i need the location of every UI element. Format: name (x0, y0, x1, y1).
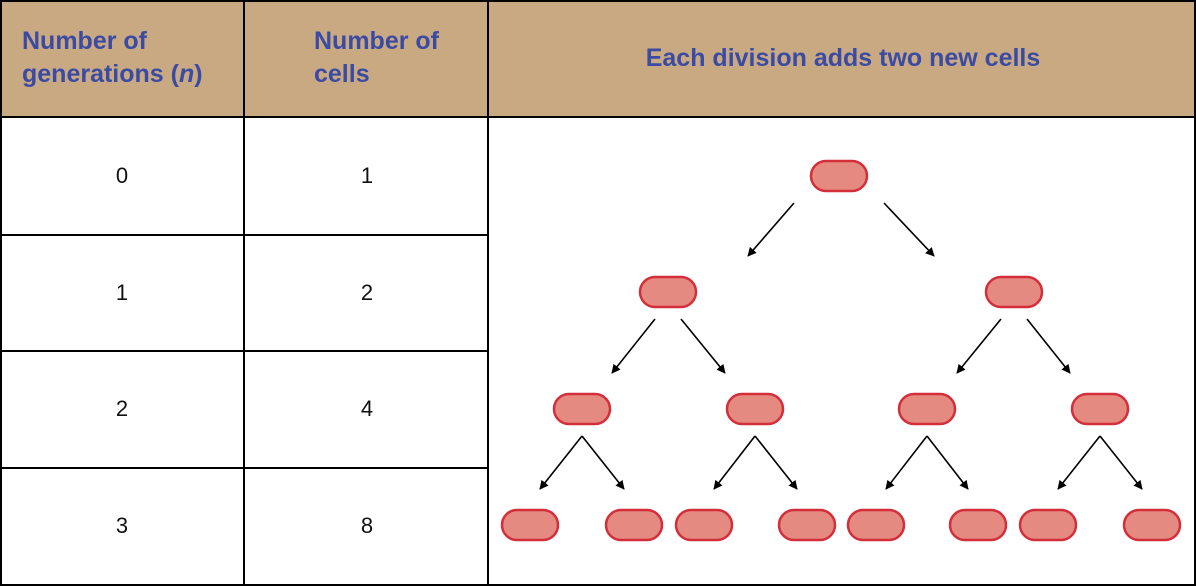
cell-generation-3-4 (846, 508, 906, 542)
cell-generation-3-7 (1122, 508, 1182, 542)
division-arrow-right (680, 318, 726, 374)
division-arrow-left (885, 435, 928, 490)
cell-generation-2-2 (897, 392, 957, 426)
row-1-generations: 1 (115, 280, 129, 305)
division-arrow-right (581, 435, 625, 490)
header-generations-variable: n (178, 60, 195, 88)
cell-generation-1-1 (984, 275, 1044, 309)
column-divider (487, 0, 489, 586)
cell-generation-2-0 (552, 392, 612, 426)
row-1-cells: 2 (360, 280, 374, 305)
cell-generation-0-0 (809, 159, 869, 193)
row-3-generations: 3 (115, 513, 129, 538)
division-arrow-left (747, 202, 795, 257)
division-arrow-left (611, 318, 656, 374)
header-cells: Number of cells (314, 27, 439, 88)
division-arrow-right (926, 435, 969, 490)
cell-generation-2-3 (1070, 392, 1130, 426)
cell-generation-3-5 (948, 508, 1008, 542)
row-divider (0, 467, 489, 469)
division-arrow-left (956, 318, 1002, 374)
row-2-generations: 2 (115, 396, 129, 421)
row-2-cells: 4 (360, 396, 374, 421)
row-0-generations: 0 (115, 163, 129, 188)
division-arrow-left (713, 435, 756, 490)
table-header: Number of generations (n) Number of cell… (0, 0, 1196, 118)
division-arrow-left (539, 435, 583, 490)
header-generations-suffix: ) (194, 60, 203, 88)
cell-generation-3-2 (674, 508, 734, 542)
division-arrow-right (883, 202, 935, 257)
division-arrow-right (754, 435, 798, 490)
division-arrow-left (1057, 435, 1101, 490)
header-division: Each division adds two new cells (645, 43, 1041, 72)
division-arrow-right (1099, 435, 1143, 490)
column-divider (243, 0, 245, 586)
cell-generation-3-1 (604, 508, 664, 542)
cell-generation-1-0 (638, 275, 698, 309)
cell-generation-3-3 (777, 508, 837, 542)
cell-generation-3-6 (1018, 508, 1078, 542)
row-divider (0, 350, 489, 352)
division-arrow-right (1026, 318, 1071, 374)
row-3-cells: 8 (360, 513, 374, 538)
header-generations-text: Number of generations ( (22, 27, 179, 88)
row-0-cells: 1 (360, 163, 374, 188)
cell-generation-2-1 (725, 392, 785, 426)
cell-generation-3-0 (500, 508, 560, 542)
header-generations: Number of generations (n) (22, 0, 242, 116)
row-divider (0, 234, 489, 236)
